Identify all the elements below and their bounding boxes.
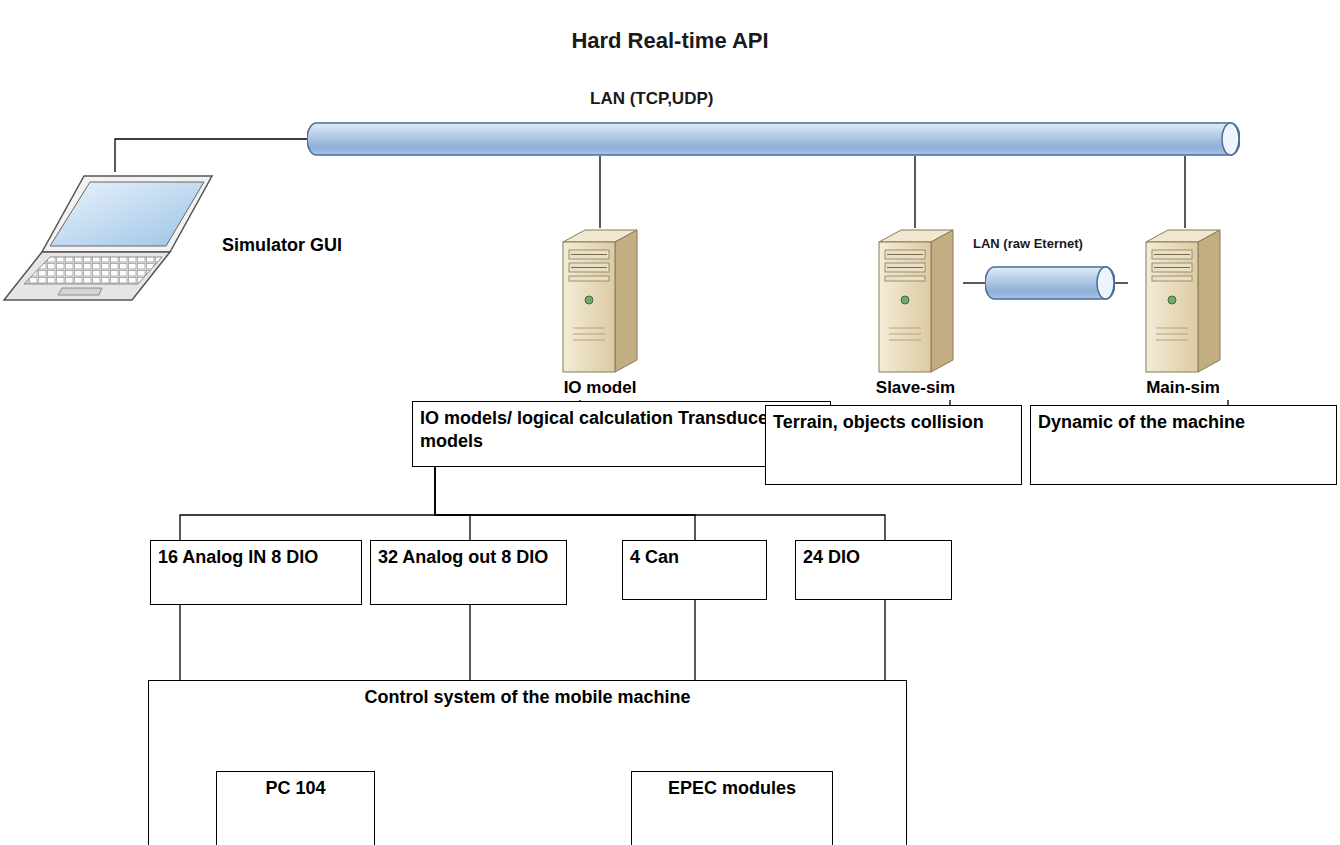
node-label: Simulator GUI	[222, 234, 342, 257]
connector-line	[963, 282, 985, 283]
box-label: 16 Analog IN 8 DIO	[151, 541, 361, 574]
server-computer: Slave-sim	[868, 228, 963, 400]
box-label: Control system of the mobile machine	[149, 681, 906, 714]
box-label: 24 DIO	[796, 541, 951, 574]
laptop-computer: Simulator GUI	[2, 172, 387, 306]
process-box: Dynamic of the machine	[1030, 405, 1337, 485]
process-box: 24 DIO	[795, 540, 952, 600]
node-label: LAN (TCP,UDP)	[590, 88, 713, 109]
process-box: Terrain, objects collision	[765, 405, 1022, 485]
node-label: IO model	[545, 377, 655, 398]
diagram-title: Hard Real-time API	[0, 28, 1340, 54]
box-label: EPEC modules	[632, 772, 832, 805]
connector-line	[599, 156, 600, 228]
box-label: PC 104	[217, 772, 374, 805]
connector-line	[179, 605, 180, 680]
connector-line	[469, 605, 470, 680]
network-bus: LAN (TCP,UDP)	[307, 122, 1240, 156]
connector-line	[914, 156, 915, 228]
node-label: Slave-sim	[868, 377, 963, 398]
process-box: 32 Analog out 8 DIO	[370, 540, 567, 605]
box-label: Terrain, objects collision	[766, 406, 1021, 439]
connector-line	[884, 600, 885, 680]
box-label: 32 Analog out 8 DIO	[371, 541, 566, 574]
connector-line	[1184, 156, 1185, 228]
server-computer: Main-sim	[1128, 228, 1238, 400]
process-box: PC 104	[216, 771, 375, 845]
box-label: 4 Can	[623, 541, 766, 574]
connector-line	[115, 139, 307, 172]
box-label: Dynamic of the machine	[1031, 406, 1336, 439]
connector-line	[435, 467, 695, 540]
connector-line	[435, 467, 470, 540]
process-box: Control system of the mobile machine PC 1…	[148, 680, 907, 845]
connector-line	[1115, 282, 1128, 283]
server-computer: IO model	[545, 228, 655, 400]
network-bus: LAN (raw Eternet)	[985, 266, 1115, 300]
node-label: Main-sim	[1128, 377, 1238, 398]
process-box: EPEC modules	[631, 771, 833, 845]
connector-line	[180, 467, 435, 540]
node-label: LAN (raw Eternet)	[973, 236, 1083, 252]
process-box: 4 Can	[622, 540, 767, 600]
connector-line	[694, 600, 695, 680]
process-box: 16 Analog IN 8 DIO	[150, 540, 362, 605]
